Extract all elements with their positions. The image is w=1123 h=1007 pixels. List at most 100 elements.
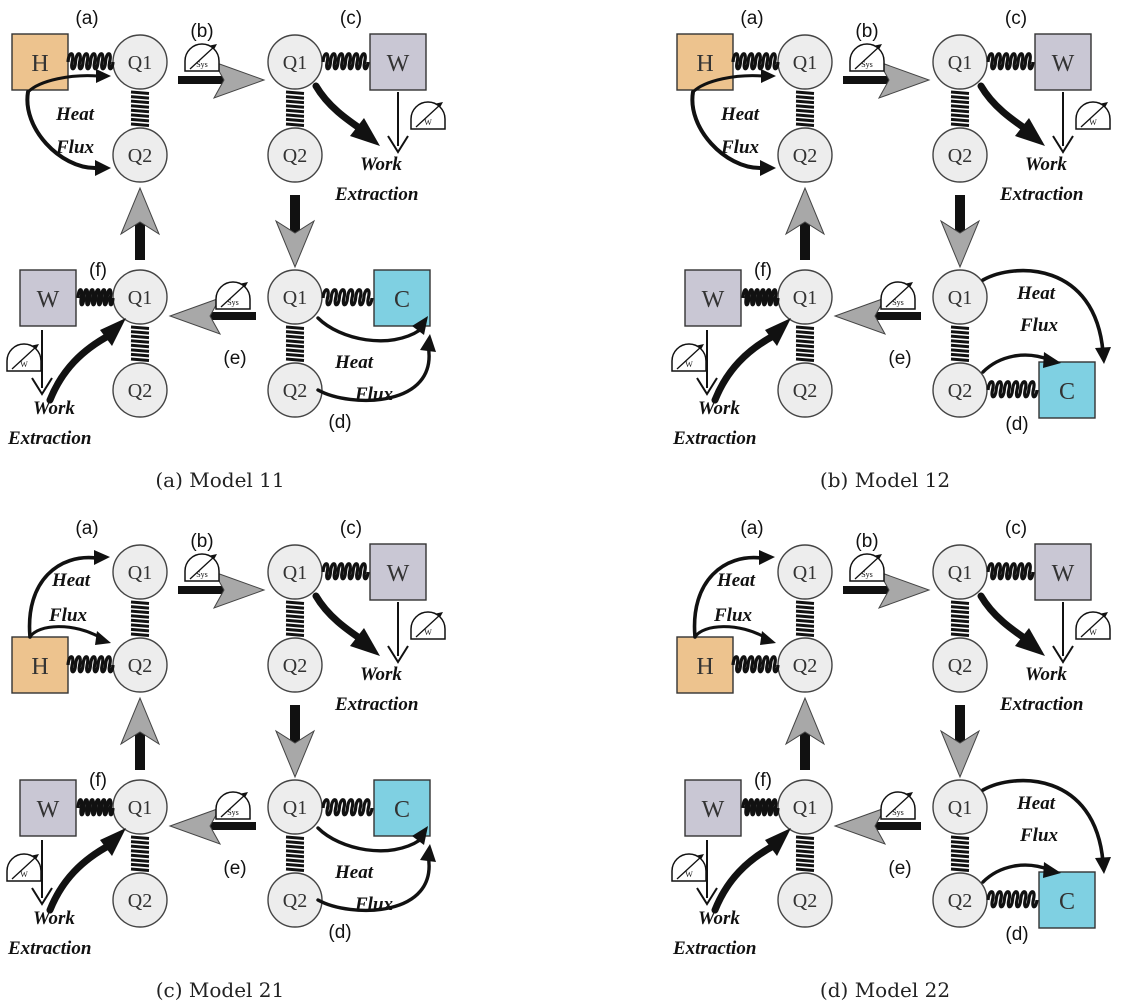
curved-arrow-head (759, 550, 775, 565)
curved-arrow-head (100, 828, 126, 856)
work-arrow-head (696, 887, 718, 906)
step-label: (c) (340, 8, 362, 29)
spring-icon (950, 835, 970, 872)
meter-label: W (685, 360, 693, 369)
qubit-q1-label: Q1 (793, 797, 817, 819)
qubit-q1-label: Q1 (948, 797, 972, 819)
work-extraction-label-c-2: Extraction (999, 694, 1083, 715)
step-arrow-shaft (955, 705, 965, 751)
spring-icon (986, 380, 1039, 399)
step-arrow-icon (212, 571, 266, 609)
qubit-q2 (267, 637, 323, 693)
work-arrow-head (31, 887, 53, 906)
cold-bath (1038, 361, 1096, 419)
panel-model-21: Q1Q2Q1Q2Q1Q2Q1Q2HHeatFlux(a)Sys(b)WWWork… (6, 518, 446, 959)
curved-arrow-icon (25, 90, 97, 170)
work-arrow-head (1052, 135, 1074, 154)
work-bath-label: W (387, 51, 410, 77)
cold-bath (373, 779, 431, 837)
curved-arrow-icon (981, 778, 1105, 864)
work-arrow-head (387, 135, 409, 154)
curved-arrow-head (95, 160, 111, 176)
step-label: (f) (89, 770, 107, 791)
hot-bath-label: H (31, 654, 48, 680)
hot-bath (676, 33, 734, 91)
caption-model-12: (b) Model 12 (819, 468, 951, 492)
meter-label: Sys (196, 60, 208, 69)
qubit-q1 (267, 34, 323, 90)
work-bath-label: W (387, 561, 410, 587)
meter-label: W (20, 360, 28, 369)
meter-needle (220, 793, 247, 818)
work-extraction-label-f-2: Extraction (672, 428, 756, 449)
spring-icon (130, 90, 150, 127)
meter-label: Sys (227, 298, 239, 307)
work-extraction-label-c-2: Extraction (334, 184, 418, 205)
meter-needle (676, 345, 703, 370)
qubit-q1 (267, 544, 323, 600)
work-bath-label: W (37, 287, 60, 313)
heat-flux-label-cold-2: Flux (354, 894, 394, 915)
heat-flux-label-hot: Heat (716, 570, 756, 591)
work-bath (1034, 33, 1092, 91)
meter-needle-tip (697, 854, 704, 860)
qubit-q1 (932, 544, 988, 600)
curved-arrow-icon (28, 625, 103, 640)
spring-icon (66, 655, 115, 674)
spring-icon (285, 325, 305, 362)
meter-needle (1080, 613, 1107, 638)
qubit-q2 (777, 127, 833, 183)
spring-icon (795, 835, 815, 872)
qubit-q2 (267, 362, 323, 418)
spring-icon (795, 600, 815, 637)
step-label: (b) (190, 21, 213, 42)
qubit-q2-label: Q2 (128, 890, 152, 912)
qubit-q1-label: Q1 (948, 562, 972, 584)
curved-arrow-icon (26, 74, 100, 94)
step-arrow-shaft (206, 822, 256, 830)
step-arrow-shaft (206, 312, 256, 320)
step-arrow-icon (274, 219, 316, 269)
step-arrow-icon (784, 696, 826, 746)
work-arrow-head (1052, 645, 1074, 664)
step-label: (c) (1005, 8, 1027, 29)
curved-arrow-icon (690, 90, 762, 170)
qubit-q2-label: Q2 (793, 145, 817, 167)
meter-label: Sys (227, 808, 239, 817)
step-arrow-shaft (178, 586, 228, 594)
qubit-q1-label: Q1 (128, 287, 152, 309)
qubit-q2 (777, 872, 833, 928)
meter-needle-tip (210, 44, 217, 50)
spring-icon (950, 600, 970, 637)
step-label: (a) (740, 8, 763, 29)
meter-needle (676, 855, 703, 880)
step-arrow-shaft (800, 214, 810, 260)
qubit-q1 (777, 779, 833, 835)
step-arrow-shaft (843, 586, 893, 594)
spring-icon (76, 288, 115, 307)
work-bath-label: W (1052, 51, 1075, 77)
meter-needle-tip (32, 854, 39, 860)
panel-model-22: Q1Q2Q1Q2Q1Q2Q1Q2HHeatFlux(a)Sys(b)WWWork… (671, 518, 1111, 959)
meter-label: W (20, 870, 28, 879)
spring-icon (130, 600, 150, 637)
qubit-q1 (932, 34, 988, 90)
spring-icon (986, 562, 1035, 581)
curved-arrow-head (412, 316, 428, 335)
step-arrow-shaft (178, 76, 228, 84)
curved-arrow-head (760, 631, 776, 645)
step-arrow-shaft (290, 195, 300, 241)
meter-label: W (424, 118, 432, 127)
curved-arrow-head (412, 826, 428, 845)
heat-flux-label-cold-2: Flux (1019, 315, 1059, 336)
qubit-q2-label: Q2 (948, 145, 972, 167)
step-label: (d) (1005, 414, 1028, 435)
meter-needle-tip (875, 554, 882, 560)
meter-label: W (424, 628, 432, 637)
meter-needle-tip (32, 344, 39, 350)
qubit-q2 (112, 362, 168, 418)
step-label: (d) (328, 412, 351, 433)
meter-label: W (1089, 118, 1097, 127)
step-label: (d) (1005, 924, 1028, 945)
qubit-q2-label: Q2 (948, 380, 972, 402)
